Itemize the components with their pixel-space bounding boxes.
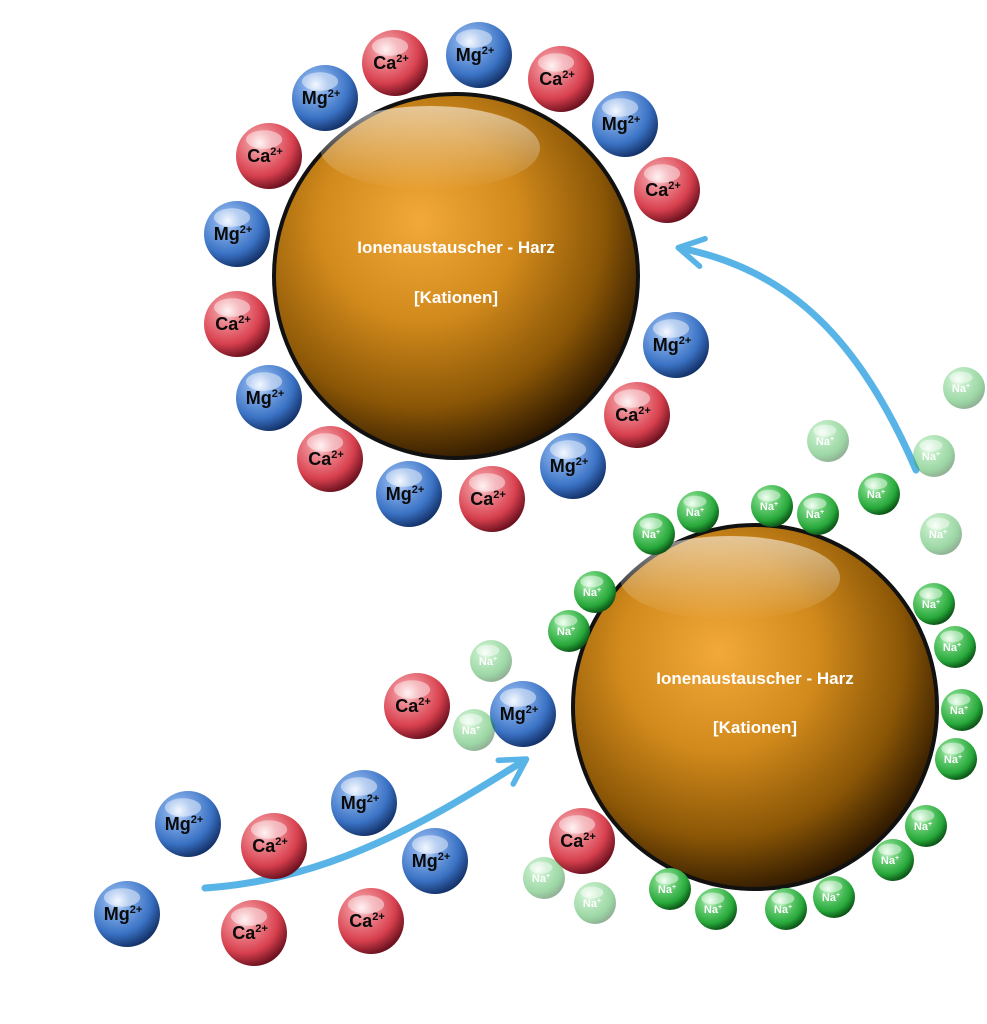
magnesium-ion: Mg2+ — [236, 365, 302, 431]
sodium-ion: Na+ — [695, 888, 737, 930]
calcium-ion: Ca2+ — [528, 46, 594, 112]
sodium-ion: Na+ — [941, 689, 983, 731]
sodium-ion: Na+ — [858, 473, 900, 515]
ion-symbol: Na+ — [686, 507, 704, 519]
calcium-ion: Ca2+ — [362, 30, 428, 96]
calcium-ion: Ca2+ — [384, 673, 450, 739]
ion-symbol: Na+ — [479, 656, 497, 668]
calcium-ion: Ca2+ — [297, 426, 363, 492]
magnesium-ion: Mg2+ — [376, 461, 442, 527]
resin-label-line2: [Kationen] — [713, 718, 797, 737]
ion-symbol: Na+ — [557, 626, 575, 638]
ion-symbol: Na+ — [929, 529, 947, 541]
sodium-ion: Na+ — [649, 868, 691, 910]
ion-symbol: Na+ — [914, 821, 932, 833]
ion-symbol: Na+ — [704, 904, 722, 916]
ion-symbol: Na+ — [922, 599, 940, 611]
magnesium-ion: Mg2+ — [204, 201, 270, 267]
magnesium-ion: Mg2+ — [490, 681, 556, 747]
calcium-ion: Ca2+ — [204, 291, 270, 357]
sodium-ion: Na+ — [751, 485, 793, 527]
calcium-ion: Ca2+ — [236, 123, 302, 189]
sodium-ion: Na+ — [470, 640, 512, 682]
resin-label-line1: Ionenaustauscher - Harz — [357, 238, 554, 257]
resin-bead-loaded: Ionenaustauscher - Harz [Kationen] — [272, 92, 640, 460]
sodium-ion: Na+ — [453, 709, 495, 751]
ion-symbol: Na+ — [922, 451, 940, 463]
magnesium-ion: Mg2+ — [592, 91, 658, 157]
sodium-ion: Na+ — [813, 876, 855, 918]
ion-symbol: Na+ — [642, 529, 660, 541]
sodium-ion: Na+ — [905, 805, 947, 847]
calcium-ion: Ca2+ — [634, 157, 700, 223]
ion-symbol: Na+ — [822, 892, 840, 904]
ion-symbol: Na+ — [816, 436, 834, 448]
sodium-ion: Na+ — [574, 882, 616, 924]
ion-symbol: Na+ — [881, 855, 899, 867]
resin-bead-sodium: Ionenaustauscher - Harz [Kationen] — [571, 523, 939, 891]
sodium-ion: Na+ — [913, 435, 955, 477]
ion-symbol: Na+ — [943, 642, 961, 654]
magnesium-ion: Mg2+ — [402, 828, 468, 894]
sodium-ion: Na+ — [548, 610, 590, 652]
calcium-ion: Ca2+ — [338, 888, 404, 954]
sodium-ion: Na+ — [872, 839, 914, 881]
sodium-ion: Na+ — [765, 888, 807, 930]
magnesium-ion: Mg2+ — [94, 881, 160, 947]
sodium-ion: Na+ — [677, 491, 719, 533]
ion-symbol: Na+ — [532, 873, 550, 885]
sodium-ion: Na+ — [943, 367, 985, 409]
ion-symbol: Na+ — [806, 509, 824, 521]
sodium-ion: Na+ — [920, 513, 962, 555]
sodium-ion: Na+ — [913, 583, 955, 625]
calcium-ion: Ca2+ — [549, 808, 615, 874]
ion-symbol: Na+ — [760, 501, 778, 513]
ion-symbol: Na+ — [658, 884, 676, 896]
ion-symbol: Na+ — [583, 587, 601, 599]
calcium-ion: Ca2+ — [221, 900, 287, 966]
ions-layer: Ca2+Mg2+Ca2+Mg2+Ca2+Mg2+Ca2+Mg2+Ca2+Mg2+… — [94, 22, 985, 966]
ion-symbol: Na+ — [462, 725, 480, 737]
resin-label-line2: [Kationen] — [414, 288, 498, 307]
arrow-from-resin — [675, 235, 920, 474]
sodium-ion: Na+ — [797, 493, 839, 535]
sodium-ion: Na+ — [807, 420, 849, 462]
ion-symbol: Na+ — [867, 489, 885, 501]
magnesium-ion: Mg2+ — [446, 22, 512, 88]
ion-symbol: Na+ — [944, 754, 962, 766]
magnesium-ion: Mg2+ — [331, 770, 397, 836]
magnesium-ion: Mg2+ — [292, 65, 358, 131]
calcium-ion: Ca2+ — [604, 382, 670, 448]
sodium-ion: Na+ — [934, 626, 976, 668]
calcium-ion: Ca2+ — [459, 466, 525, 532]
ion-symbol: Na+ — [952, 383, 970, 395]
arrow-to-resin — [201, 756, 530, 892]
sodium-ion: Na+ — [574, 571, 616, 613]
magnesium-ion: Mg2+ — [155, 791, 221, 857]
ion-symbol: Na+ — [583, 898, 601, 910]
resin-label-line1: Ionenaustauscher - Harz — [656, 669, 853, 688]
sodium-ion: Na+ — [935, 738, 977, 780]
sodium-ion: Na+ — [523, 857, 565, 899]
sodium-ion: Na+ — [633, 513, 675, 555]
ion-symbol: Na+ — [774, 904, 792, 916]
ion-symbol: Na+ — [950, 705, 968, 717]
magnesium-ion: Mg2+ — [643, 312, 709, 378]
calcium-ion: Ca2+ — [241, 813, 307, 879]
magnesium-ion: Mg2+ — [540, 433, 606, 499]
